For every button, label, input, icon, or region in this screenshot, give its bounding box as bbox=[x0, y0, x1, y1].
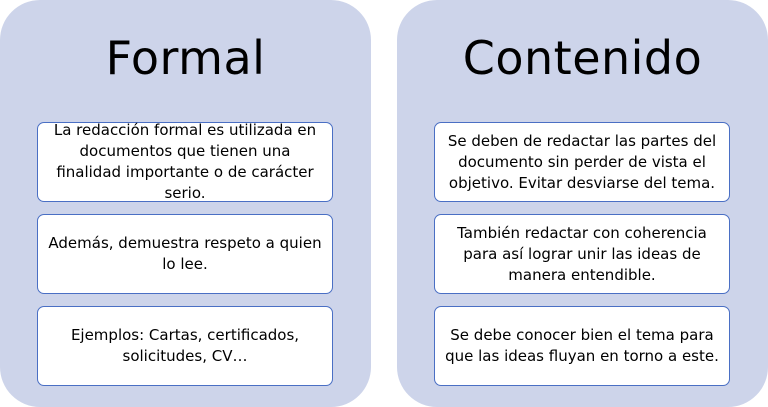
card-text: Se deben de redactar las partes del docu… bbox=[447, 131, 717, 192]
column-contenido: Contenido Se deben de redactar las parte… bbox=[397, 0, 768, 407]
card-formal-respect: Además, demuestra respeto a quien lo lee… bbox=[37, 214, 333, 294]
card-text: Se debe conocer bien el tema para que la… bbox=[445, 326, 719, 365]
card-formal-definition: La redacción formal es utilizada en docu… bbox=[37, 121, 333, 202]
card-contenido-parts: Se deben de redactar las partes del docu… bbox=[434, 122, 730, 202]
card-text: También redactar con coherencia para así… bbox=[457, 223, 707, 284]
card-formal-examples: Ejemplos: Cartas, certificados, solicitu… bbox=[37, 306, 333, 386]
card-contenido-coherence: También redactar con coherencia para así… bbox=[434, 214, 730, 294]
card-text: Ejemplos: Cartas, certificados, solicitu… bbox=[70, 326, 300, 365]
column-title-formal: Formal bbox=[105, 31, 266, 85]
column-formal: Formal La redacción formal es utilizada … bbox=[0, 0, 371, 407]
card-text: La redacción formal es utilizada en docu… bbox=[53, 121, 317, 202]
card-contenido-topic: Se debe conocer bien el tema para que la… bbox=[434, 306, 730, 386]
card-text: Además, demuestra respeto a quien lo lee… bbox=[48, 234, 322, 273]
column-title-contenido: Contenido bbox=[462, 31, 703, 85]
